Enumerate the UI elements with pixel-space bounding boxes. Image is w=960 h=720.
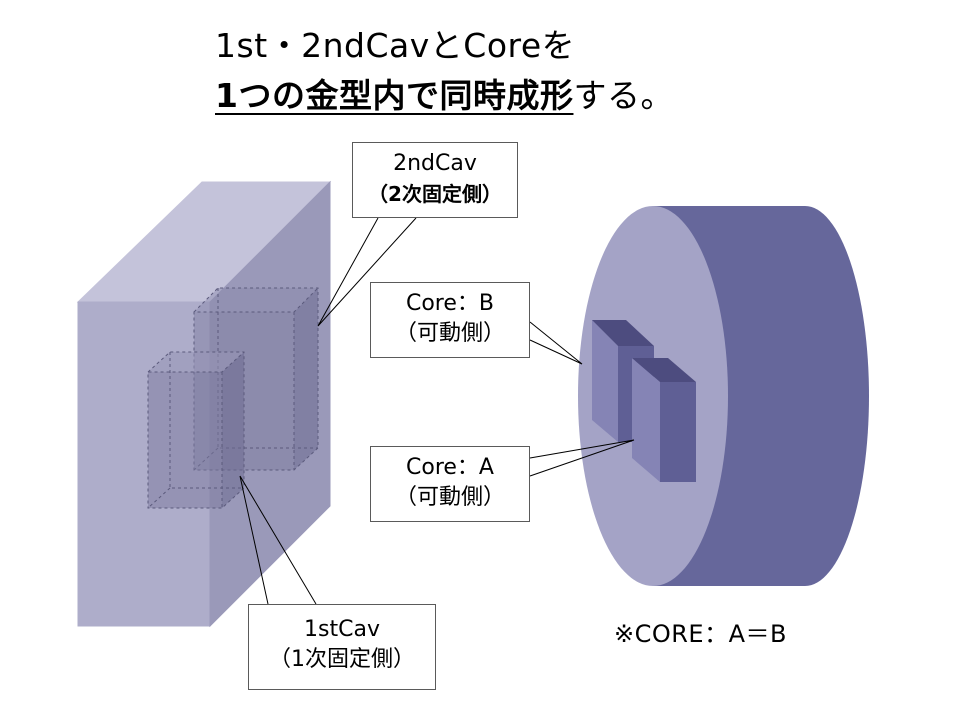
title-line-2: 1つの金型内で同時成形する。 — [215, 76, 674, 116]
callout-2ndcav-name: 2ndCav — [393, 151, 477, 176]
core-a-side — [660, 382, 696, 482]
title-line-1: 1st・2ndCavとCoreを — [215, 26, 575, 66]
leader-core-a — [529, 439, 635, 477]
leader-core-b — [529, 321, 583, 365]
title-tail-text: する。 — [573, 76, 674, 115]
cav1-side — [222, 352, 244, 508]
callout-core-a: Core：A （可動側） — [370, 446, 530, 522]
core-a-block — [632, 358, 696, 482]
block-side-face — [209, 180, 331, 628]
callout-core-b: Core：B （可動側） — [370, 282, 530, 358]
first-cavity-box — [147, 351, 245, 509]
leader-2ndcav — [317, 217, 417, 327]
core-b-front — [592, 320, 618, 442]
core-equivalence-note: ※CORE：A＝B — [614, 620, 787, 648]
moving-mold-disc — [578, 206, 869, 586]
core-b-top — [592, 320, 654, 346]
callout-core-b-name: Core：B — [405, 291, 494, 316]
core-a-front — [632, 358, 660, 482]
callout-leaders — [239, 217, 635, 605]
cav1-front — [148, 372, 222, 508]
title-emphasis-text: 1つの金型内で同時成形 — [215, 76, 574, 115]
cav1-top — [148, 352, 244, 372]
core-a-top — [632, 358, 696, 382]
callout-2ndcav: 2ndCav （2次固定側） — [352, 142, 518, 218]
callout-core-b-sub: （可動側） — [394, 321, 505, 346]
callout-1stcav-sub: （1次固定側） — [269, 647, 415, 672]
callout-2ndcav-sub: （2次固定側） — [368, 182, 502, 206]
callout-1stcav: 1stCav （1次固定側） — [248, 604, 436, 690]
callout-core-a-sub: （可動側） — [394, 485, 505, 510]
callout-1stcav-name: 1stCav — [304, 617, 380, 642]
callout-core-a-name: Core：A — [406, 455, 494, 480]
cav2-side — [294, 288, 318, 470]
fixed-mold-block — [76, 180, 332, 628]
cav2-top — [194, 288, 318, 312]
title-line-1-text: 1st・2ndCavとCoreを — [215, 26, 576, 65]
leader-1stcav — [239, 475, 317, 605]
